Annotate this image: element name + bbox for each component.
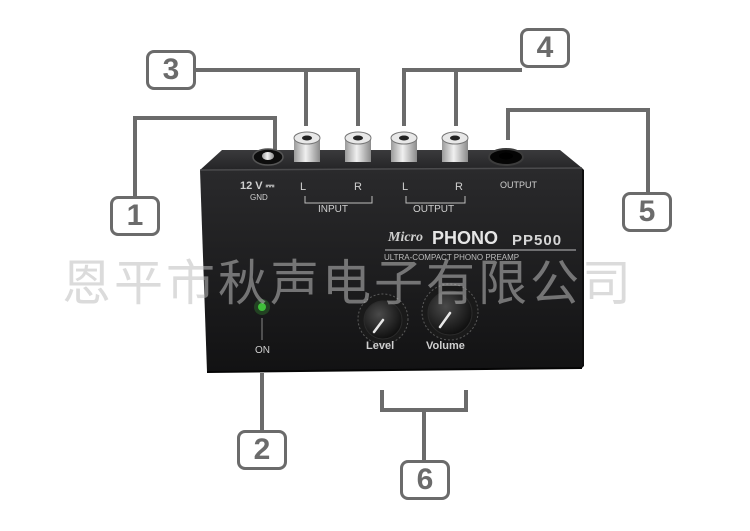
input-right-label: R	[354, 181, 362, 193]
company-watermark: 恩平市秋声电子有限公司	[62, 255, 635, 312]
rca-output-left	[390, 131, 418, 162]
preamp-device	[199, 131, 584, 373]
device-front	[200, 168, 582, 372]
leader-line-5	[506, 108, 650, 192]
device-side	[582, 168, 584, 368]
model-number: PP500	[512, 232, 563, 249]
power-indicator-label: ON	[255, 345, 270, 356]
leader-line-1	[133, 116, 277, 198]
input-label: INPUT	[318, 204, 348, 215]
output-left-label: L	[402, 181, 409, 193]
rca-input-left	[293, 131, 321, 162]
volume-knob	[421, 283, 479, 341]
brand-prefix: Micro	[388, 230, 423, 245]
output-label: OUTPUT	[413, 204, 455, 215]
leader-line-4b	[402, 68, 456, 126]
callout-2: 2	[237, 430, 287, 470]
rca-input-right	[344, 131, 372, 162]
output-bracket	[405, 196, 466, 204]
level-knob	[357, 293, 409, 345]
leader-line-3b	[306, 68, 360, 126]
brand-name: PHONO	[432, 228, 499, 248]
output-right-label: R	[455, 181, 463, 193]
device-tagline: ULTRA-COMPACT PHONO PREAMP	[384, 253, 520, 262]
callout-6: 6	[400, 460, 450, 500]
gnd-label: GND	[250, 193, 268, 202]
rca-output-right	[441, 131, 469, 162]
callout-5: 5	[622, 192, 672, 232]
callout-4: 4	[520, 28, 570, 68]
leader-line-4	[454, 68, 522, 126]
callout-3: 3	[146, 50, 196, 90]
callout-1: 1	[110, 196, 160, 236]
leader-line-6	[380, 390, 468, 412]
headphone-jack	[488, 148, 524, 166]
level-knob-label: Level	[366, 340, 395, 352]
input-bracket	[304, 196, 373, 204]
power-voltage-label: 12 V ⎓	[240, 180, 275, 192]
headphone-output-label: OUTPUT	[500, 180, 537, 190]
volume-knob-label: Volume	[426, 340, 465, 352]
power-led	[258, 303, 266, 311]
input-left-label: L	[300, 181, 307, 193]
leader-lines	[133, 68, 650, 460]
power-jack	[252, 148, 284, 166]
